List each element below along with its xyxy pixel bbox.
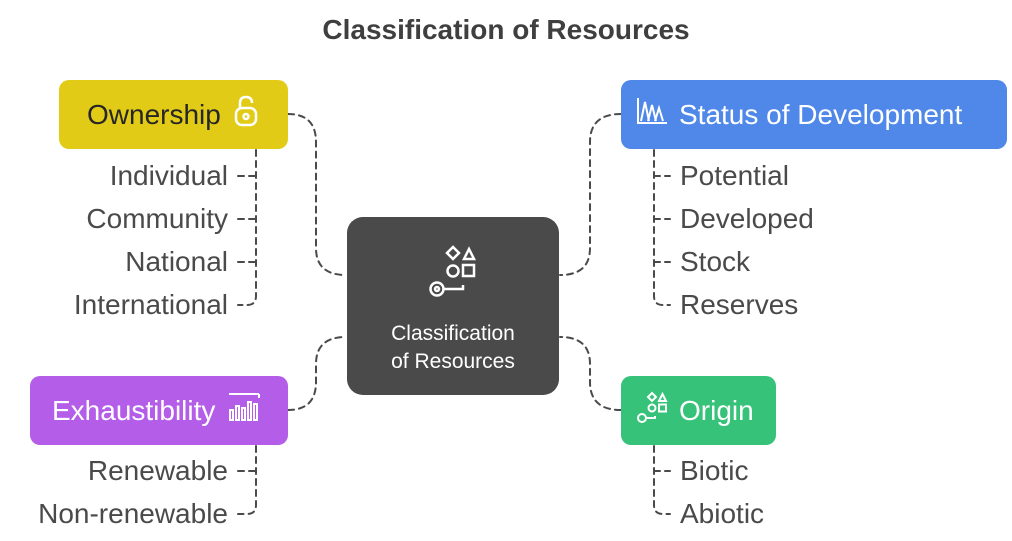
connector-status — [559, 113, 622, 276]
list-item: Renewable — [87, 455, 228, 486]
list-item: Stock — [680, 246, 751, 277]
center-node: Classification of Resources — [347, 217, 559, 395]
list-item: Reserves — [680, 289, 799, 320]
shapes-key-icon — [635, 390, 669, 431]
lock-icon — [233, 94, 259, 135]
category-exhaustibility: Exhaustibility — [30, 376, 288, 445]
category-label: Status of Development — [679, 98, 963, 130]
category-origin: Origin — [621, 376, 776, 445]
category-ownership: Ownership — [59, 80, 288, 149]
category-status-of-development: Status of Development — [621, 80, 1007, 149]
list-item: Abiotic — [680, 498, 765, 529]
branch-origin — [653, 445, 671, 515]
list-item: Individual — [109, 160, 228, 191]
chart-peaks-icon — [635, 96, 669, 133]
list-item: Developed — [680, 203, 814, 234]
branch-exhaustibility — [237, 445, 257, 515]
shapes-key-icon — [425, 243, 481, 306]
list-item: National — [125, 246, 228, 277]
connector-origin — [559, 336, 622, 411]
list-item: International — [73, 289, 228, 320]
category-label: Exhaustibility — [52, 394, 216, 426]
branch-status — [653, 149, 671, 306]
diagram-title: Classification of Resources — [322, 14, 690, 45]
category-label: Origin — [679, 394, 754, 426]
bar-chart-icon — [227, 392, 261, 429]
connector-exhaustibility — [287, 336, 347, 411]
center-label-line1: Classification — [391, 322, 515, 345]
list-item: Community — [86, 203, 228, 234]
list-item: Biotic — [680, 455, 749, 486]
list-item: Potential — [680, 160, 789, 191]
center-label-line2: of Resources — [391, 350, 515, 373]
list-item: Non-renewable — [38, 498, 228, 529]
branch-ownership — [237, 149, 257, 306]
category-label: Ownership — [87, 98, 221, 130]
connector-ownership — [287, 113, 347, 276]
